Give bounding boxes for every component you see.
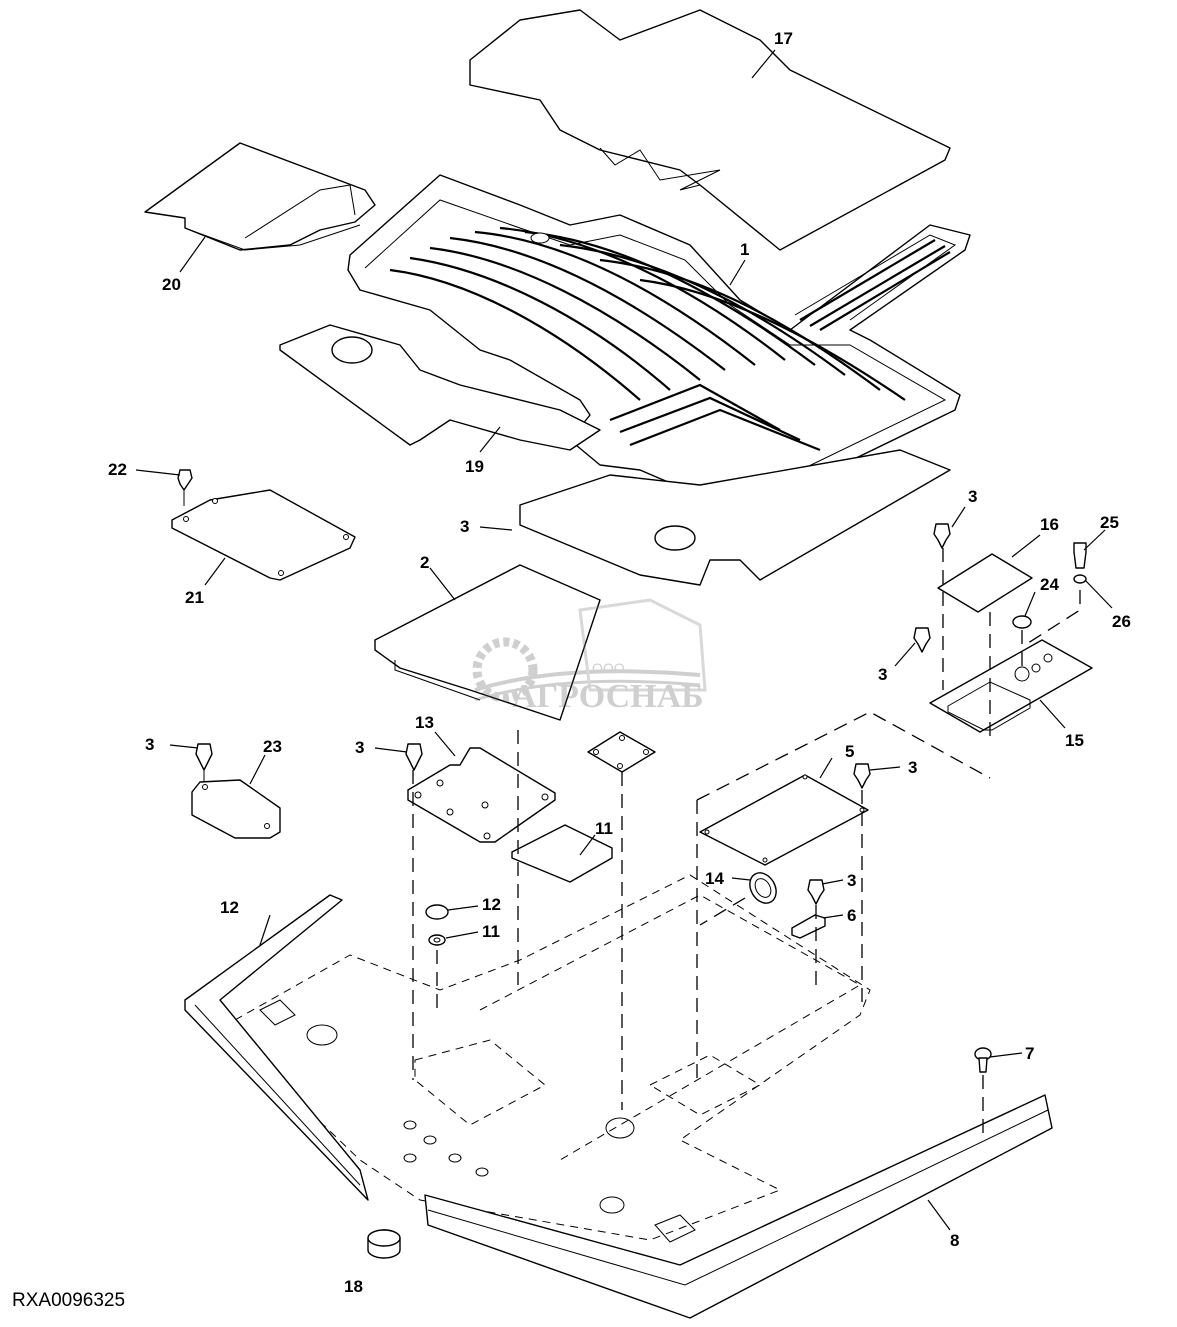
part-3-cap-screw-13[interactable]	[405, 743, 423, 771]
callout-10[interactable]: 12	[482, 895, 501, 914]
part-22-cap-screw[interactable]	[177, 469, 193, 506]
part-17-insulation-mat[interactable]	[469, 9, 951, 251]
callout-8[interactable]: 8	[950, 1231, 959, 1250]
callout-3-cover16[interactable]: 3	[968, 487, 977, 506]
part-24-plug[interactable]	[1012, 615, 1032, 629]
callout-18[interactable]: 18	[344, 1277, 363, 1296]
part-7-screw[interactable]	[974, 1047, 992, 1073]
callout-5[interactable]: 5	[845, 742, 854, 761]
callout-12[interactable]: 12	[220, 898, 239, 917]
part-20-insulation[interactable]	[144, 142, 376, 251]
insulation-panel-right[interactable]	[519, 449, 951, 586]
callout-15[interactable]: 15	[1065, 731, 1084, 750]
callout-3-plate5[interactable]: 3	[908, 758, 917, 777]
callout-9[interactable]: 11	[482, 922, 500, 941]
part-13-cover-plate[interactable]	[407, 747, 556, 843]
leader-lines	[135, 49, 1113, 1231]
part-3-cap-screw-6[interactable]	[807, 879, 825, 905]
part-23-cover-plate[interactable]	[191, 779, 281, 839]
part-16-cover[interactable]	[937, 553, 1033, 613]
alignment-lines	[412, 548, 1081, 1140]
part-10-plug[interactable]	[425, 904, 449, 920]
callout-2[interactable]: 2	[420, 553, 429, 572]
part-3-cap-screw-23[interactable]	[195, 743, 213, 782]
part-9-washer[interactable]	[428, 934, 446, 946]
callout-3-plate23[interactable]: 3	[145, 735, 154, 754]
callout-21[interactable]: 21	[185, 588, 204, 607]
small-cover-plate[interactable]	[587, 731, 656, 773]
callout-3-panel[interactable]: 3	[460, 517, 469, 536]
part-26-lock-washer[interactable]	[1073, 574, 1087, 584]
part-12-side-trim[interactable]	[184, 894, 369, 1201]
callout-19[interactable]: 19	[465, 457, 484, 476]
callout-23[interactable]: 23	[263, 737, 282, 756]
watermark-prefix: ООО	[592, 660, 625, 676]
callout-1[interactable]: 1	[740, 240, 749, 259]
part-2-panel[interactable]	[374, 564, 601, 721]
callout-25[interactable]: 25	[1100, 513, 1119, 532]
part-21-cover-plate[interactable]	[171, 489, 356, 581]
callout-3-plate15[interactable]: 3	[878, 665, 887, 684]
part-15-plate[interactable]	[929, 639, 1093, 733]
floor-pan	[234, 874, 871, 1243]
reference-code: RXA0096325	[12, 1290, 126, 1311]
callout-20[interactable]: 20	[162, 275, 181, 294]
part-3-cap-screw-16[interactable]	[933, 523, 951, 549]
callout-7[interactable]: 7	[1025, 1044, 1034, 1063]
callout-6[interactable]: 6	[847, 906, 856, 925]
part-18-plug[interactable]	[367, 1229, 401, 1259]
part-11-shield[interactable]	[511, 824, 613, 883]
part-25-cap-screw[interactable]	[1073, 542, 1087, 569]
callout-labels: 17 1 20 19 22 21 3 2 3 23 3 13 5 3 11 12…	[108, 29, 1131, 1296]
part-3-cap-screw-5[interactable]	[853, 763, 871, 789]
part-3-cap-screw-15[interactable]	[913, 627, 931, 653]
part-14-grommet[interactable]	[745, 868, 782, 908]
callout-13[interactable]: 13	[415, 713, 434, 732]
callout-3-bracket[interactable]: 3	[847, 871, 856, 890]
callout-24[interactable]: 24	[1040, 575, 1059, 594]
watermark-logo: ООО АГРОСНАБ	[472, 598, 707, 715]
callout-17[interactable]: 17	[774, 29, 793, 48]
part-19-insulation[interactable]	[279, 324, 601, 451]
part-5-cover-plate[interactable]	[699, 774, 869, 866]
callout-26[interactable]: 26	[1112, 612, 1131, 631]
callout-3-plate13[interactable]: 3	[355, 738, 364, 757]
floor-mat-ribs	[389, 226, 951, 452]
callout-11[interactable]: 11	[595, 819, 613, 838]
callout-14[interactable]: 14	[705, 869, 724, 888]
part-8-front-trim[interactable]	[424, 1094, 1053, 1319]
part-6-bracket[interactable]	[791, 914, 826, 939]
watermark-brand: АГРОСНАБ	[512, 678, 704, 715]
part-1-floor-mat[interactable]	[347, 174, 971, 506]
callout-22[interactable]: 22	[108, 460, 127, 479]
callout-16[interactable]: 16	[1040, 515, 1059, 534]
